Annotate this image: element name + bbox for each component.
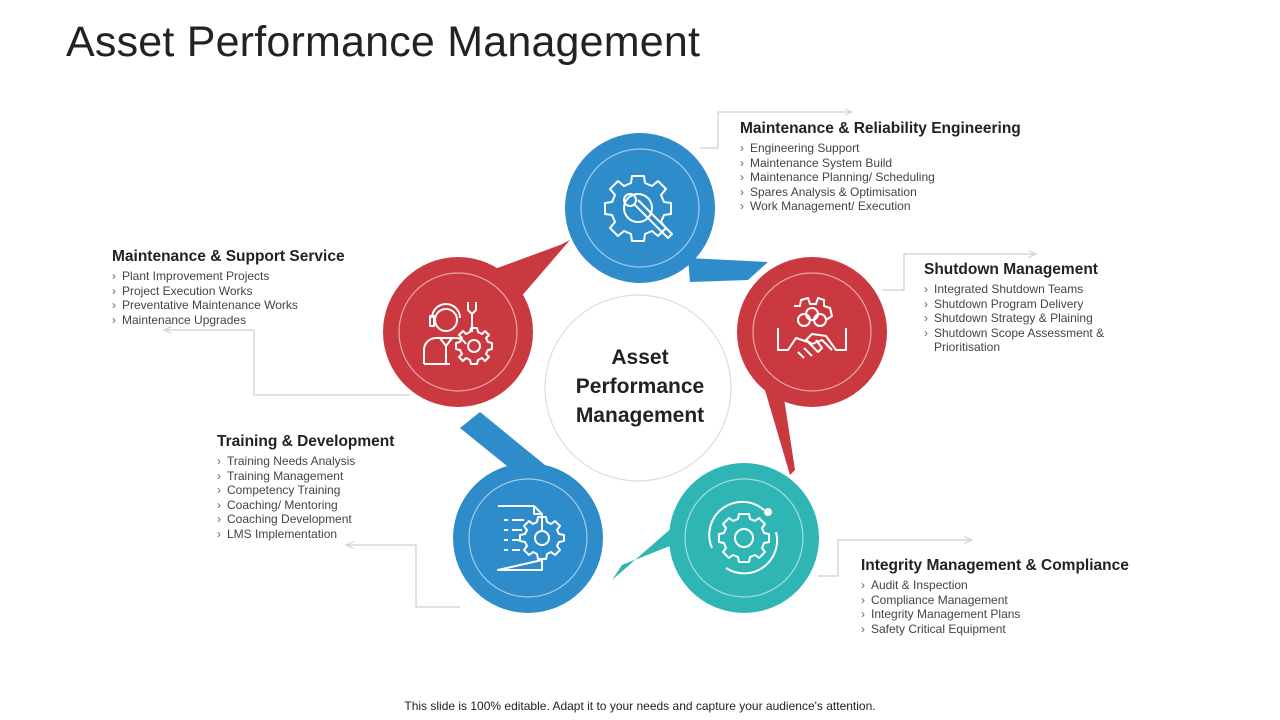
- list-item: Safety Critical Equipment: [861, 622, 1129, 637]
- block-shutdown: Shutdown Management Integrated Shutdown …: [924, 261, 1104, 355]
- list-item: Competency Training: [217, 483, 394, 498]
- list-item: Preventative Maintenance Works: [112, 298, 345, 313]
- block-maintenance-reliability: Maintenance & Reliability Engineering En…: [740, 120, 1021, 214]
- block-list: Engineering Support Maintenance System B…: [740, 141, 1021, 214]
- block-list: Audit & Inspection Compliance Management…: [861, 578, 1129, 636]
- list-item: Audit & Inspection: [861, 578, 1129, 593]
- list-item: Training Management: [217, 469, 394, 484]
- block-training: Training & Development Training Needs An…: [217, 433, 394, 541]
- connector-lines: [164, 112, 1036, 608]
- team-handshake-icon: [777, 297, 847, 359]
- page-title: Asset Performance Management: [66, 18, 701, 66]
- list-item: Work Management/ Execution: [740, 199, 1021, 214]
- circle-training: [453, 463, 603, 613]
- block-integrity: Integrity Management & Compliance Audit …: [861, 557, 1129, 636]
- list-item: Compliance Management: [861, 593, 1129, 608]
- block-heading: Maintenance & Support Service: [112, 248, 345, 265]
- tail-maintenance-reliability: [688, 258, 768, 282]
- circle-maintenance-reliability: [565, 133, 715, 283]
- node-circles: [383, 133, 887, 613]
- list-item: Project Execution Works: [112, 284, 345, 299]
- block-heading: Training & Development: [217, 433, 395, 450]
- list-item: Coaching Development: [217, 512, 394, 527]
- list-item: Plant Improvement Projects: [112, 269, 345, 284]
- block-heading: Integrity Management & Compliance: [861, 557, 1129, 574]
- list-item: LMS Implementation: [217, 527, 394, 542]
- circle-integrity: [669, 463, 819, 613]
- circle-support: [383, 257, 533, 407]
- tail-training: [460, 412, 545, 470]
- block-list: Plant Improvement Projects Project Execu…: [112, 269, 345, 327]
- gear-orbit-icon: [708, 500, 779, 575]
- list-item: Integrated Shutdown Teams: [924, 282, 1104, 297]
- list-item: Shutdown Scope Assessment &: [924, 326, 1104, 341]
- gear-wrench-icon: [604, 175, 673, 242]
- list-item: Maintenance Planning/ Scheduling: [740, 170, 1021, 185]
- document-gear-icon: [497, 505, 565, 571]
- list-item: Spares Analysis & Optimisation: [740, 185, 1021, 200]
- footer-note: This slide is 100% editable. Adapt it to…: [404, 699, 876, 713]
- list-item: Engineering Support: [740, 141, 1021, 156]
- block-heading: Maintenance & Reliability Engineering: [740, 120, 1021, 137]
- center-circle: [544, 294, 732, 482]
- list-item: Shutdown Program Delivery: [924, 297, 1104, 312]
- connector-integrity: [818, 540, 972, 577]
- list-item: Training Needs Analysis: [217, 454, 394, 469]
- connector-support: [164, 330, 410, 396]
- connector-training: [346, 545, 460, 608]
- list-item: Coaching/ Mentoring: [217, 498, 394, 513]
- list-item: Prioritisation: [934, 340, 1001, 354]
- block-list: Integrated Shutdown Teams Shutdown Progr…: [924, 282, 1104, 355]
- connector-maintenance-reliability: [700, 112, 852, 149]
- circle-shutdown: [737, 257, 887, 407]
- block-list: Training Needs Analysis Training Managem…: [217, 454, 394, 541]
- list-item: Shutdown Strategy & Plaining: [924, 311, 1104, 326]
- list-item: Maintenance System Build: [740, 156, 1021, 171]
- block-support: Maintenance & Support Service Plant Impr…: [112, 248, 345, 327]
- list-item: Maintenance Upgrades: [112, 313, 345, 328]
- tail-shutdown: [762, 380, 795, 475]
- block-heading: Shutdown Management: [924, 261, 1098, 278]
- connector-shutdown: [882, 254, 1036, 291]
- technician-gear-icon: [423, 302, 493, 365]
- center-label: Asset Performance Management: [575, 346, 705, 427]
- list-item: Integrity Management Plans: [861, 607, 1129, 622]
